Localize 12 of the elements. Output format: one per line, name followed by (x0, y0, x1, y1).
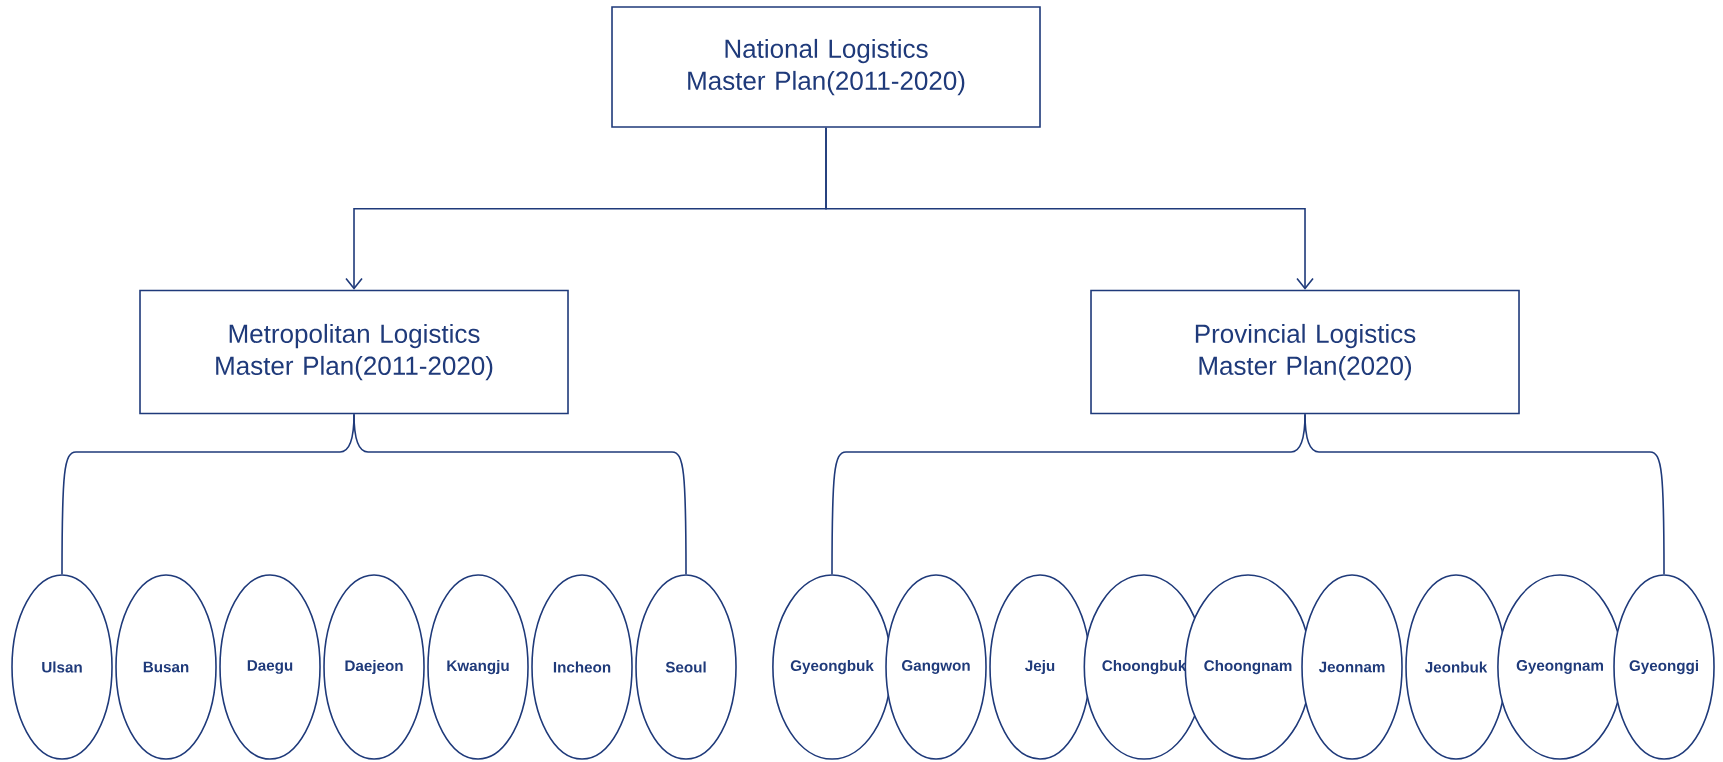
node-label: Choongnam (1204, 659, 1292, 675)
arrow (825, 127, 1314, 290)
bracket-line (353, 413, 687, 575)
plan-box: National Logistics Master Plan(2011-2020) (611, 6, 1041, 128)
node-label: Choongbuk (1102, 659, 1187, 675)
node-label: Gangwon (902, 660, 970, 674)
bracket-line (1304, 413, 1665, 575)
node-label: Gyeonggi (1629, 659, 1698, 675)
plan-box: Provincial Logistics Master Plan(2020) (1090, 289, 1520, 415)
plan-box: Metropolitan Logistics Master Plan(2011-2020) (139, 289, 569, 415)
node-label: Gyeongnam (1516, 660, 1603, 674)
node-label: Jeonnam (1318, 661, 1385, 673)
